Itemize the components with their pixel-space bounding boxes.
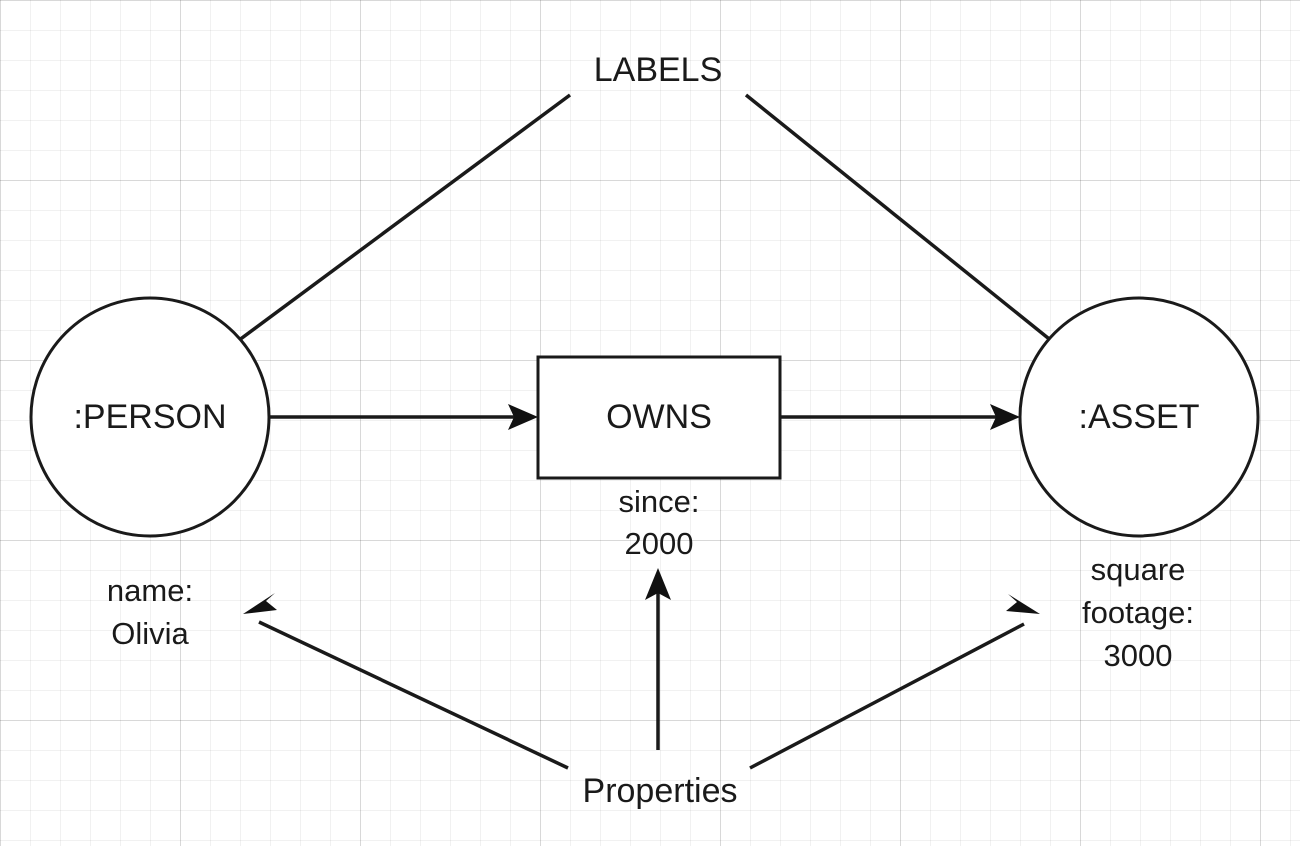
node-asset-properties: square footage: 3000 xyxy=(1082,552,1194,673)
node-person-circle[interactable] xyxy=(29,296,271,538)
node-person-label: :PERSON xyxy=(73,398,226,436)
callout-labels-person-line xyxy=(194,93,572,374)
owns-property-key: since: xyxy=(619,484,700,519)
properties-callout-text: Properties xyxy=(583,772,738,810)
arrowhead-properties-footage xyxy=(1006,594,1040,614)
callout-properties-name-line xyxy=(258,620,569,770)
node-asset[interactable]: :ASSET xyxy=(1018,296,1260,538)
callout-properties-footage-line xyxy=(749,622,1025,770)
arrowhead-properties-since xyxy=(645,568,671,600)
owns-property-value: 2000 xyxy=(625,526,694,561)
arrowhead-owns-asset xyxy=(990,404,1020,430)
callout-labels-asset-line xyxy=(744,93,1091,373)
relationship-owns-properties: since: 2000 xyxy=(619,484,700,561)
person-property-value: Olivia xyxy=(111,616,189,651)
relationship-owns-label: OWNS xyxy=(606,398,712,436)
edge-owns-to-asset xyxy=(780,404,1020,430)
node-asset-circle[interactable] xyxy=(1018,296,1260,538)
arrowhead-properties-name xyxy=(243,593,277,614)
arrowhead-person-owns xyxy=(508,404,538,430)
callout-properties-to-name xyxy=(243,593,569,770)
relationship-owns-box[interactable] xyxy=(536,355,782,480)
edge-person-to-owns xyxy=(270,404,538,430)
node-asset-label: :ASSET xyxy=(1079,398,1200,436)
node-person-properties: name: Olivia xyxy=(107,573,193,651)
asset-property-key-line1: square xyxy=(1091,552,1186,587)
callout-properties-to-footage xyxy=(749,594,1040,770)
relationship-owns[interactable]: OWNS xyxy=(536,355,782,480)
asset-property-key-line2: footage: xyxy=(1082,595,1194,630)
asset-property-value: 3000 xyxy=(1104,638,1173,673)
callout-properties-to-since xyxy=(645,568,671,750)
node-person[interactable]: :PERSON xyxy=(29,296,271,538)
labels-callout-text: LABELS xyxy=(594,51,723,89)
person-property-key: name: xyxy=(107,573,193,608)
